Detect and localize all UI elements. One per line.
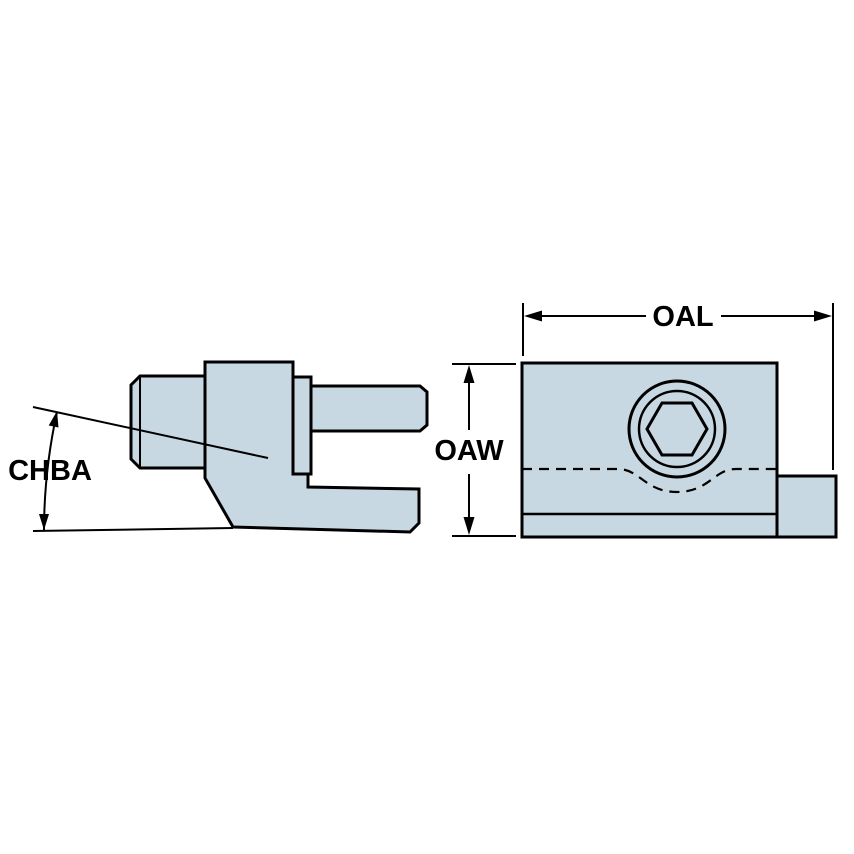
chba-label: CHBA [8, 455, 92, 487]
clamp-shaft [309, 384, 429, 433]
chba-arrow-down [39, 514, 49, 530]
holder-side-tab [775, 474, 838, 539]
oaw-arrow-up [463, 365, 475, 383]
clamp-collar [291, 375, 313, 476]
oal-dimension: OAL [522, 301, 834, 470]
chba-base-line [32, 527, 234, 532]
oaw-arrow-down [463, 517, 475, 535]
side-view [32, 360, 429, 534]
chba-incline-line [32, 406, 269, 459]
front-view [520, 361, 838, 539]
hex-socket-screw [627, 379, 727, 479]
chba-arrow-up [48, 411, 59, 428]
oal-arrow-left [524, 310, 542, 322]
side-view-parts [129, 360, 429, 534]
chba-dimension: CHBA [8, 411, 234, 532]
hidden-contour-line [522, 467, 777, 494]
clamp-body-and-foot [203, 360, 421, 534]
oal-arrow-right [814, 310, 832, 322]
clamp-head-block [129, 374, 207, 470]
hex-socket-icon [645, 401, 709, 457]
oaw-label: OAW [434, 435, 504, 467]
oal-label: OAL [652, 301, 713, 333]
oaw-dimension: OAW [434, 363, 516, 537]
